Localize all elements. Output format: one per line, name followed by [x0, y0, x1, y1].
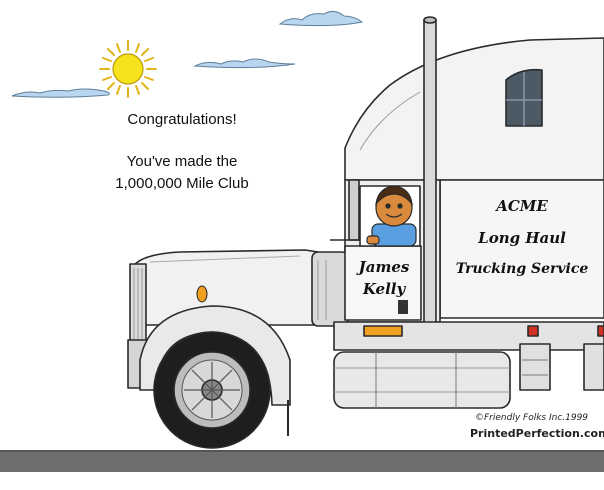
driver-figure	[366, 185, 417, 247]
message-line-2: You've made the	[126, 153, 238, 170]
website-credit: PrintedPerfection.com	[470, 427, 604, 440]
message-line-3: 1,000,000 Mile Club	[115, 175, 249, 192]
trailer-line-2: Long Haul	[478, 229, 566, 247]
cloud-icon	[278, 10, 364, 27]
sun-icon	[99, 40, 157, 98]
road	[0, 450, 604, 472]
copyright-signature: ©Friendly Folks Inc.1999	[475, 413, 589, 423]
trailer-line-3: Trucking Service	[455, 261, 589, 277]
truck-illustration	[127, 16, 604, 449]
driver-last-name: Kelly	[362, 280, 406, 298]
cloud-icon	[11, 88, 110, 98]
message-line-1: Congratulations!	[127, 111, 237, 128]
cloud-icon	[193, 58, 296, 69]
driver-first-name: James	[358, 258, 410, 276]
trailer-company: ACME	[496, 197, 548, 215]
